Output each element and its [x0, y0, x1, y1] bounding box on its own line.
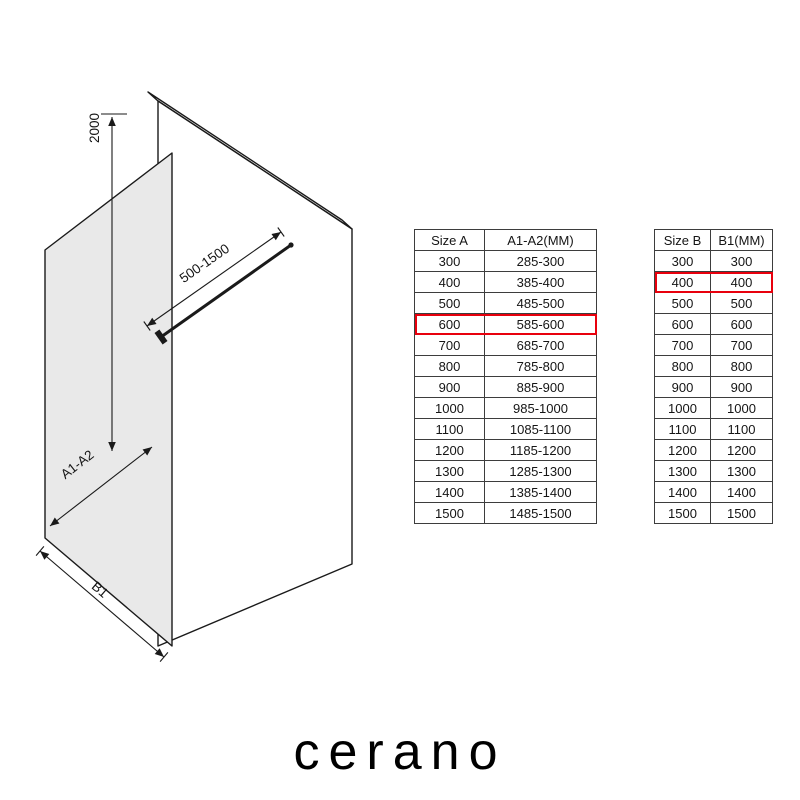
bar-length-dimension [143, 227, 285, 331]
range-cell: 985-1000 [484, 397, 597, 419]
brand-logo: cerano [293, 723, 507, 781]
size-cell: 400 [654, 271, 711, 293]
range-cell: 300 [710, 250, 773, 272]
range-cell: 1500 [710, 502, 773, 524]
size-cell: 1100 [654, 418, 711, 440]
size-cell: 900 [654, 376, 711, 398]
range-cell: 800 [710, 355, 773, 377]
size-cell: 1300 [654, 460, 711, 482]
range-cell: 285-300 [484, 250, 597, 272]
size-cell: 900 [414, 376, 485, 398]
range-cell: 1485-1500 [484, 502, 597, 524]
range-cell: 585-600 [484, 313, 597, 335]
size-cell: 300 [654, 250, 711, 272]
range-cell: 700 [710, 334, 773, 356]
wall-front-face [157, 100, 353, 647]
range-cell: 1285-1300 [484, 460, 597, 482]
support-bar-bracket [154, 329, 168, 345]
size-cell: 1000 [414, 397, 485, 419]
range-cell: 1085-1100 [484, 418, 597, 440]
size-cell: 1200 [414, 439, 485, 461]
size-cell: 1500 [654, 502, 711, 524]
size-cell: 1100 [414, 418, 485, 440]
base-width-dimension [35, 546, 169, 662]
support-bar-wall-anchor [288, 242, 294, 248]
size-cell: 600 [654, 313, 711, 335]
table-header-row: Size A A1-A2(MM) [414, 229, 597, 251]
range-cell: 1300 [710, 460, 773, 482]
range-cell: 1200 [710, 439, 773, 461]
range-cell: 1385-1400 [484, 481, 597, 503]
size-cell: 700 [654, 334, 711, 356]
size-cell: 300 [414, 250, 485, 272]
size-cell: 500 [654, 292, 711, 314]
table-header-row: Size B B1(MM) [654, 229, 773, 251]
size-cell: 1300 [414, 460, 485, 482]
size-cell: 400 [414, 271, 485, 293]
height-dimension-label: 2000 [87, 113, 102, 143]
range-cell: 600 [710, 313, 773, 335]
column-header-b1: B1(MM) [710, 229, 773, 251]
range-cell: 685-700 [484, 334, 597, 356]
range-cell: 1000 [710, 397, 773, 419]
size-cell: 600 [414, 313, 485, 335]
size-cell: 800 [654, 355, 711, 377]
range-cell: 1400 [710, 481, 773, 503]
wall [147, 91, 353, 647]
size-cell: 1400 [654, 481, 711, 503]
size-cell: 700 [414, 334, 485, 356]
range-cell: 885-900 [484, 376, 597, 398]
size-cell: 1400 [414, 481, 485, 503]
range-cell: 785-800 [484, 355, 597, 377]
height-dimension [101, 113, 127, 451]
size-cell: 1500 [414, 502, 485, 524]
range-cell: 900 [710, 376, 773, 398]
glass-width-dimension [49, 446, 153, 527]
range-cell: 385-400 [484, 271, 597, 293]
range-cell: 1185-1200 [484, 439, 597, 461]
range-cell: 500 [710, 292, 773, 314]
column-header-a1-a2: A1-A2(MM) [484, 229, 597, 251]
size-cell: 800 [414, 355, 485, 377]
size-cell: 500 [414, 292, 485, 314]
range-cell: 400 [710, 271, 773, 293]
column-header-size-a: Size A [414, 229, 485, 251]
range-cell: 485-500 [484, 292, 597, 314]
size-cell: 1200 [654, 439, 711, 461]
column-header-size-b: Size B [654, 229, 711, 251]
size-cell: 1000 [654, 397, 711, 419]
range-cell: 1100 [710, 418, 773, 440]
